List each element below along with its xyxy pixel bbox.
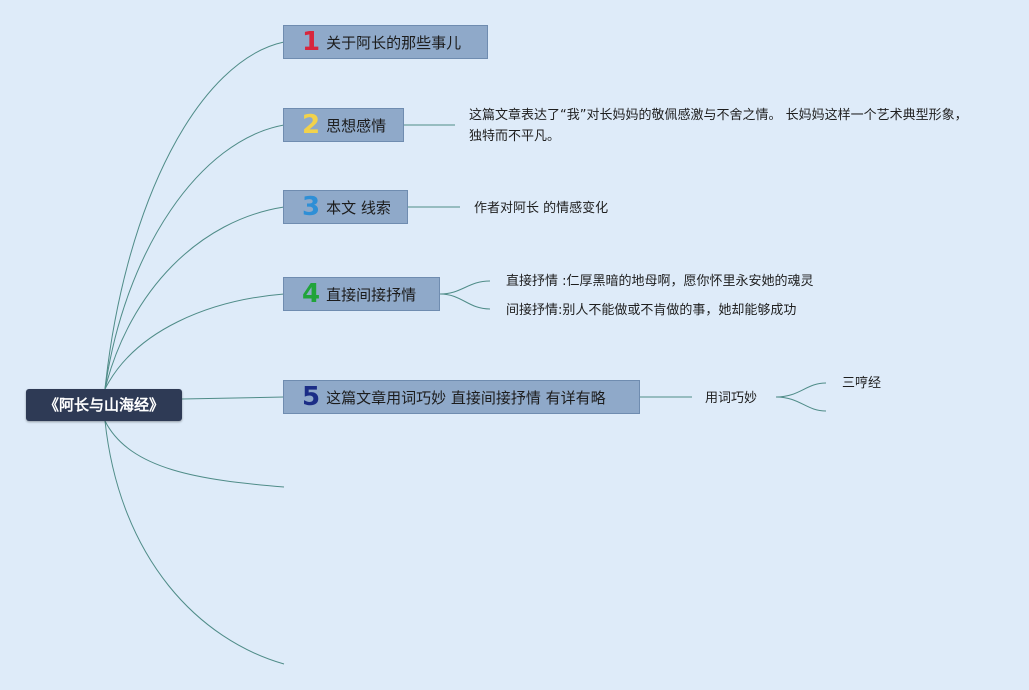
topic-4[interactable]: 4 直接间接抒情 [283,277,440,311]
topic-1[interactable]: 1 关于阿长的那些事儿 [283,25,488,59]
detail-wording[interactable]: 用词巧妙 [705,391,758,406]
link-root-empty-6 [104,420,285,488]
link-root-topic-1 [104,41,285,390]
detail-clue[interactable]: 作者对阿长 的情感变化 [474,201,609,216]
topic-2[interactable]: 2 思想感情 [283,108,404,142]
topic-2-label: 思想感情 [326,116,387,135]
topic-5[interactable]: 5 这篇文章用词巧妙 直接间接抒情 有详有略 [283,380,640,414]
link-wording-empty [775,396,827,412]
detail-direct-lyricism[interactable]: 直接抒情 :仁厚黑暗的地母啊，愿你怀里永安她的魂灵 [506,274,814,289]
topic-4-label: 直接间接抒情 [326,285,417,304]
topic-5-label: 这篇文章用词巧妙 直接间接抒情 有详有略 [326,388,606,407]
topic-3-label: 本文 线索 [326,198,391,217]
detail-sentiment[interactable]: 这篇文章表达了“我”对长妈妈的敬佩感激与不舍之情。 长妈妈这样一个艺术典型形象，… [469,108,968,144]
link-topic-4-direct [439,280,491,295]
detail-indirect-lyricism[interactable]: 间接抒情:别人不能做或不肯做的事，她却能够成功 [506,303,797,318]
number-4-badge: 4 [302,279,321,309]
topic-3[interactable]: 3 本文 线索 [283,190,408,224]
link-topic-4-indirect [439,293,491,310]
link-root-topic-4 [104,293,285,390]
root-node[interactable]: 《阿长与山海经》 [26,389,182,421]
link-root-topic-2 [104,124,285,390]
detail-sanhengjing[interactable]: 三哼经 [842,376,882,391]
number-2-badge: 2 [302,110,321,140]
link-root-topic-3 [104,206,285,390]
link-root-empty-7 [104,420,285,665]
number-5-badge: 5 [302,382,321,412]
link-root-topic-5 [181,396,285,400]
number-1-badge: 1 [302,27,321,57]
number-3-badge: 3 [302,192,321,222]
topic-1-label: 关于阿长的那些事儿 [326,33,462,52]
link-wording-sanhengjing [775,382,827,398]
